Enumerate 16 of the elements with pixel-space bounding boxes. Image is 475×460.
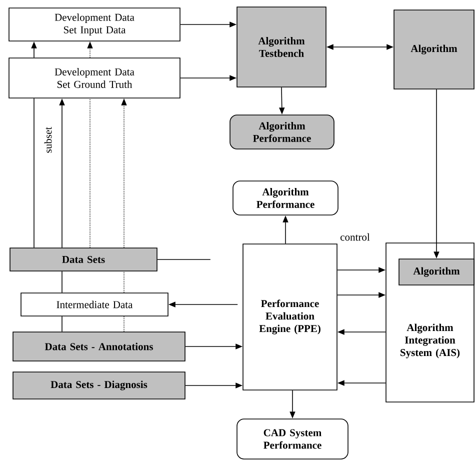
process-box: Algorithm — [394, 10, 474, 90]
edge-label: subset — [43, 126, 53, 154]
process-box: Algorithm — [398, 258, 474, 286]
data-box: Intermediate Data — [20, 292, 168, 316]
data-box: Development Data Set Ground Truth — [8, 58, 180, 98]
line — [157, 259, 211, 260]
result-box: Algorithm Performance — [230, 114, 334, 150]
data-box: Development Data Set Input Data — [8, 8, 180, 42]
edge-label: control — [339, 232, 371, 242]
data-box: Data Sets - Diagnosis — [12, 372, 186, 400]
process-box: Algorithm Testbench — [236, 6, 326, 88]
result-box: CAD System Performance — [236, 418, 348, 460]
data-box: Data Sets - Annotations — [12, 332, 186, 362]
process-box: Performance Evaluation Engine (PPE) — [242, 244, 338, 390]
data-box: Data Sets — [10, 248, 158, 272]
result-box: Algorithm Performance — [232, 180, 338, 216]
